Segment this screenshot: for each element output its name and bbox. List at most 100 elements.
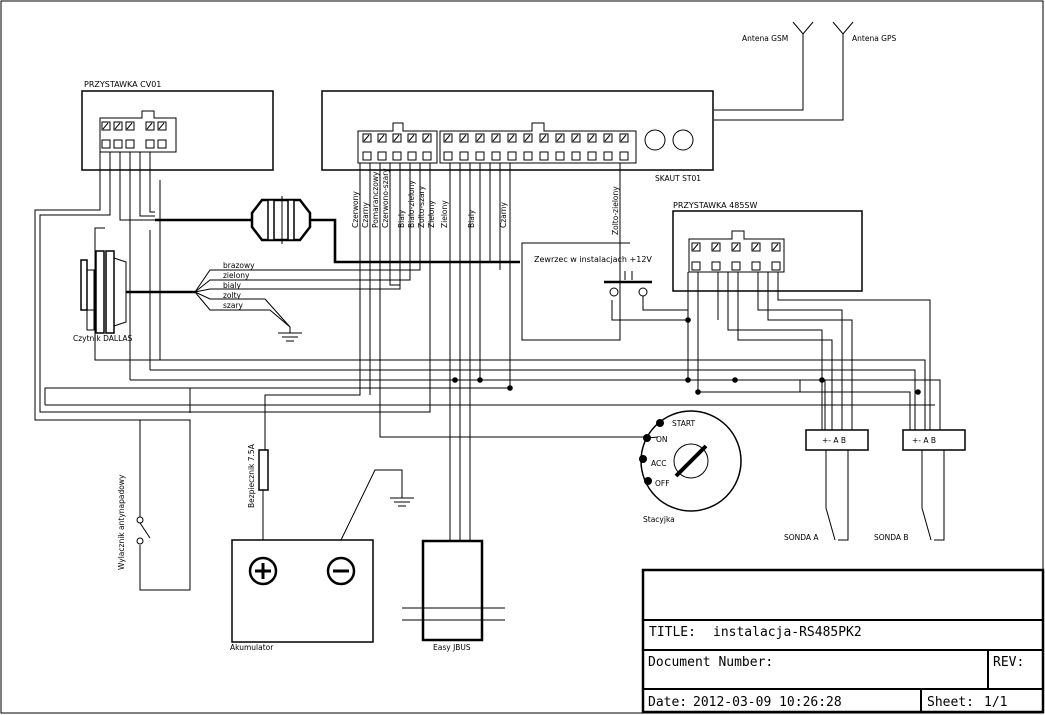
- ignition-label: Stacyjka: [643, 515, 675, 524]
- date-label: Date:: [648, 695, 687, 710]
- bridge-label: Zewrzec w instalacjach +12V: [534, 255, 652, 264]
- junction-dot: [685, 317, 691, 323]
- cv01-bottom-pin: [157, 139, 167, 149]
- cv01-wiring: [34, 152, 520, 591]
- sonda-b-label: SONDA B: [874, 533, 909, 542]
- sonda-a-terminal: +- A B: [822, 436, 846, 445]
- skaut-b-bottom-pin: [507, 151, 517, 161]
- dallas-reader: Czytnik DALLAS: [73, 250, 195, 343]
- ignition-start: START: [672, 419, 696, 428]
- skaut-b-bottom-pin: [491, 151, 501, 161]
- skaut-a-bottom-pin: [407, 151, 417, 161]
- p485-bottom-pin: [751, 261, 761, 271]
- junction-dot: [477, 377, 483, 383]
- date-value: 2012-03-09 10:26:28: [693, 695, 842, 710]
- junction-dot: [695, 389, 701, 395]
- junction-dot: [915, 389, 921, 395]
- junction-dot: [732, 377, 738, 383]
- skaut-b-bottom-pin: [619, 151, 629, 161]
- fuse-label: Bezpiecznik 7.5A: [247, 443, 256, 508]
- skaut-a-bottom-pin: [377, 151, 387, 161]
- cv01-bottom-pin: [125, 139, 135, 149]
- skaut-a-bottom-pin: [392, 151, 402, 161]
- junction-dot: [819, 377, 825, 383]
- dallas-wire-label: szary: [223, 301, 244, 310]
- skaut-a-bottom-pin: [422, 151, 432, 161]
- battery-label: Akumulator: [230, 643, 274, 652]
- dallas-label: Czytnik DALLAS: [73, 334, 133, 343]
- dallas-wire-label: zielony: [223, 271, 250, 280]
- junction-dot: [507, 385, 513, 391]
- title-label: TITLE:: [649, 625, 696, 640]
- sonda-a-label: SONDA A: [784, 533, 819, 542]
- cv01-bottom-pin: [101, 139, 111, 149]
- sheet-label: Sheet:: [927, 695, 974, 710]
- skaut-label: SKAUT ST01: [655, 174, 701, 183]
- switch-label: Wylacznik antynapadowy: [117, 474, 126, 570]
- p485-bottom-pin: [771, 261, 781, 271]
- junction-dots: [452, 317, 921, 395]
- skaut-wire-label: Zielony: [427, 200, 436, 228]
- skaut-wire-label: Czerwono-szary: [381, 168, 390, 228]
- p485-bottom-pin: [691, 261, 701, 271]
- main-harness: [44, 163, 941, 540]
- p485-bottom-pin: [711, 261, 721, 271]
- skaut-wire-label: Czerwony: [351, 191, 360, 228]
- skaut-wire-label: Zolto-szary: [417, 185, 426, 228]
- antenna-gsm: Antena GSM: [714, 21, 814, 111]
- skaut-b-bottom-pin: [555, 151, 565, 161]
- dallas-wire-label: brazowy: [223, 261, 255, 270]
- ignition-off: OFF: [655, 479, 670, 488]
- cv01-module: PRZYSTAWKA CV01: [81, 80, 274, 171]
- ignition-switch: START ON ACC OFF Stacyjka: [639, 410, 742, 524]
- docnum-label: Document Number:: [648, 655, 773, 670]
- bridge-12v: Zewrzec w instalacjach +12V: [534, 255, 688, 311]
- skaut-a-bottom-pin: [362, 151, 372, 161]
- skaut-wire-label: Pomaranczowy: [371, 171, 380, 228]
- skaut-wire-label: Zielony: [440, 200, 449, 228]
- skaut-b-bottom-pin: [475, 151, 485, 161]
- skaut-b-bottom-pin: [539, 151, 549, 161]
- cv01-label: PRZYSTAWKA CV01: [84, 80, 161, 89]
- junction-dot: [685, 377, 691, 383]
- skaut-b-bottom-pin: [571, 151, 581, 161]
- skaut-b-bottom-pin: [523, 151, 533, 161]
- skaut-wire-label: Czarny: [499, 202, 508, 228]
- rev-label: REV:: [993, 655, 1024, 670]
- skaut-b-bottom-pin: [587, 151, 597, 161]
- antenna-gsm-label: Antena GSM: [742, 34, 788, 43]
- skaut-wire-label: Bialy: [467, 209, 476, 228]
- skaut-module: SKAUT ST01: [321, 90, 714, 183]
- dallas-wire-label: zolty: [223, 291, 242, 300]
- sonda-b: +- A B SONDA B: [874, 429, 966, 542]
- cv01-bottom-pin: [113, 139, 123, 149]
- ignition-on: ON: [656, 435, 668, 444]
- skaut-led-2: [672, 129, 694, 151]
- skaut-wire-label: Bialy: [397, 209, 406, 228]
- sonda-b-terminal: +- A B: [912, 436, 936, 445]
- p485-bottom-pin: [731, 261, 741, 271]
- ignition-acc: ACC: [651, 459, 666, 468]
- skaut-b-bottom-pin: [443, 151, 453, 161]
- title-block: TITLE: instalacja-RS485PK2 Document Numb…: [641, 568, 1045, 714]
- antenna-gps-label: Antena GPS: [852, 34, 897, 43]
- dallas-wire-label: bialy: [223, 281, 242, 290]
- skaut-wire-label: Czarny: [361, 202, 370, 228]
- skaut-led-1: [644, 129, 666, 151]
- battery: Akumulator: [230, 469, 414, 652]
- easy-jbus: Easy JBUS: [402, 539, 505, 652]
- title-value: instalacja-RS485PK2: [713, 625, 862, 640]
- p485-label: PRZYSTAWKA 485SW: [673, 201, 758, 210]
- cv01-bottom-pin: [145, 139, 155, 149]
- sheet-value: 1/1: [984, 695, 1007, 710]
- skaut-b-bottom-pin: [603, 151, 613, 161]
- skaut-b-bottom-pin: [459, 151, 469, 161]
- skaut-wire-label: Bialo-zielony: [407, 180, 416, 228]
- jbus-label: Easy JBUS: [433, 643, 471, 652]
- junction-dot: [452, 377, 458, 383]
